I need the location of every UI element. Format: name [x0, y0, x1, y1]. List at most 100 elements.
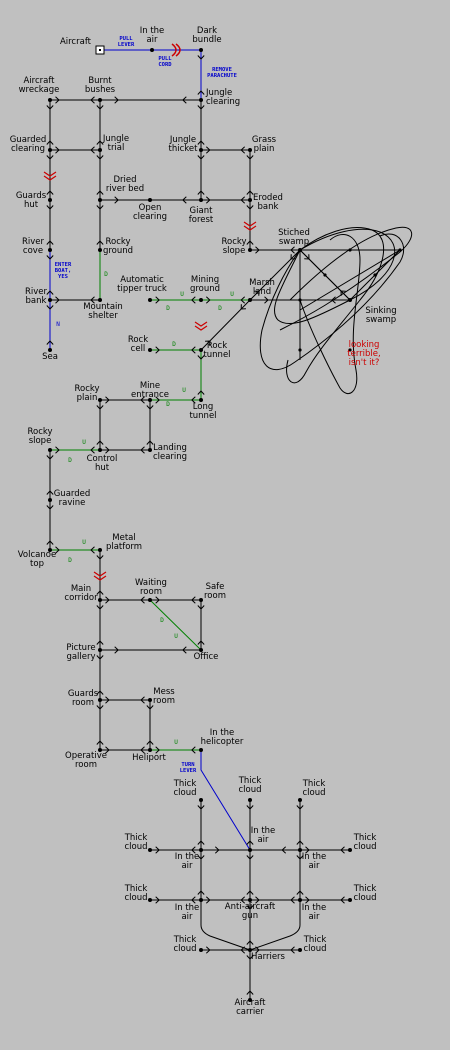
room-label-rocky_ground-line: Rocky [105, 237, 130, 247]
room-label-rock_cell-line: Rock [128, 335, 148, 345]
swamp-dot [323, 273, 327, 277]
room-dot-thick_cloud_f [148, 898, 152, 902]
arrow-mark [246, 840, 254, 845]
room-label-burnt_bushes-line: bushes [85, 85, 116, 95]
arrow-mark [96, 440, 104, 445]
arrow-mark [197, 55, 205, 60]
arrow-mark [296, 890, 304, 895]
arrow-mark [205, 196, 211, 204]
room-label-dark_bundle-line: bundle [192, 35, 221, 45]
arrow-mark [254, 290, 260, 296]
arrow-mark [340, 846, 345, 854]
room-label-in_the_air_left-line: In the [175, 852, 200, 862]
arrow-mark [46, 155, 54, 160]
room-label-harriers: Harriers [251, 952, 286, 962]
room-label-mine_entrance-line: Mine [140, 381, 160, 391]
room-label-guards_hut-line: Guards [16, 191, 47, 201]
room-label-river_cove-line: River [22, 237, 45, 247]
arrow-mark [140, 446, 145, 454]
room-dot-operative_room [98, 748, 102, 752]
room-dot-in_the_air_top [150, 48, 154, 52]
room-label-automatic_tipper_truck-line: tipper truck [117, 284, 167, 294]
room-label-eroded_bank-line: bank [258, 202, 279, 212]
room-label-control_hut-line: hut [95, 463, 110, 473]
room-label-marsh_land-line: land [253, 287, 271, 297]
note-looking-terrible-line: looking [349, 340, 380, 350]
room-label-mess_room-line: room [153, 696, 175, 706]
action-label-pull-cord-line: CORD [158, 62, 172, 68]
arrow-mark [46, 290, 54, 295]
room-dot-giant_forest [199, 198, 203, 202]
path-marsh_land-stiched_swamp [249, 249, 301, 301]
direction-marker: N [56, 321, 60, 328]
direction-marker: U [82, 539, 86, 546]
room-dot-thick_cloud_g [348, 898, 352, 902]
action-label-pull-cord-line: PULL [158, 56, 172, 62]
room-label-anti_aircraft_gun-line: gun [242, 911, 258, 921]
room-label-in_the_air_br-line: In the [302, 903, 327, 913]
arrow-mark [290, 896, 295, 904]
room-label-in_the_air_center-line: air [257, 835, 269, 845]
arrow-mark [114, 646, 119, 654]
room-dot-in_the_air_left [199, 848, 203, 852]
direction-marker: U [82, 439, 86, 446]
direction-marker: D [68, 457, 72, 464]
swamp-dot [348, 348, 352, 352]
room-label-thick_cloud_a-line: cloud [173, 788, 196, 798]
action-path-turn-lever [200, 750, 251, 851]
room-label-open_clearing-line: Open [139, 203, 162, 213]
note-looking-terrible-line: terrible, [347, 349, 380, 359]
danger-mark [93, 571, 107, 581]
room-dot-long_tunnel [199, 398, 203, 402]
swamp-loop-2 [286, 227, 385, 384]
room-label-in_the_air_br-line: air [308, 912, 320, 922]
arrow-mark [146, 440, 154, 445]
action-label-enter-boat-line: BOAT, [55, 268, 72, 274]
direction-marker: D [104, 271, 108, 278]
arrow-mark [96, 590, 104, 595]
room-label-thick_cloud_b-line: cloud [238, 785, 261, 795]
room-label-safe_room-line: room [204, 591, 226, 601]
danger-mark [243, 221, 257, 231]
room-label-sinking_swamp-line: Sinking [365, 306, 396, 316]
room-label-rocky_slope_1-line: slope [223, 246, 246, 256]
room-label-jungle_clearing-line: clearing [206, 97, 240, 107]
room-label-thick_cloud_h-line: Thick [173, 935, 197, 945]
action-label-turn-lever-line: LEVER [180, 768, 197, 774]
arrow-marks [46, 55, 346, 995]
room-dot-anti_aircraft_gun [248, 898, 252, 902]
room-label-jungle_thicket-line: Jungle [169, 135, 196, 145]
arrow-mark [246, 955, 254, 960]
arrow-mark [96, 190, 104, 195]
action-label-remove-parachute-line: PARACHUTE [207, 73, 237, 79]
direction-marker: U [230, 291, 234, 298]
room-label-in_the_helicopter-line: In the [210, 728, 235, 738]
room-label-mess_room-line: Mess [153, 687, 175, 697]
room-label-main_corridor-line: corridor [64, 593, 98, 603]
danger-mark [171, 43, 177, 57]
swamp-dot [298, 348, 302, 352]
room-label-marsh_land-line: Marsh [249, 278, 275, 288]
arrow-mark [290, 254, 296, 260]
room-label-jungle_clearing-line: Jungle [205, 88, 232, 98]
